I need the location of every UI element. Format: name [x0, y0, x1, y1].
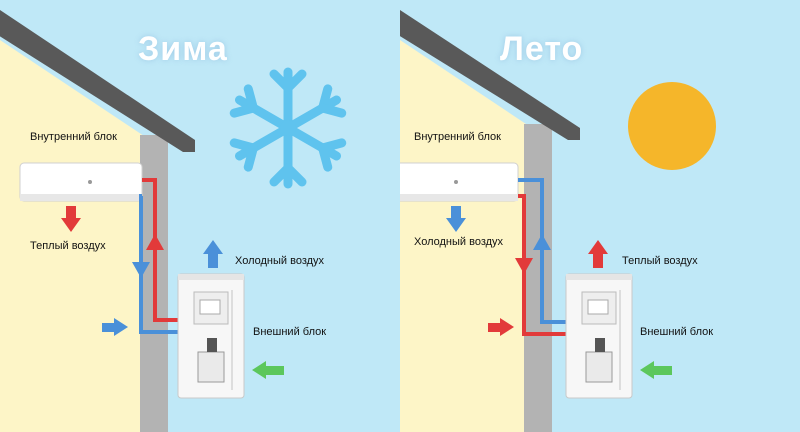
indoor-unit	[400, 162, 519, 202]
pipe-flow-arrows	[132, 234, 164, 278]
intake-arrow	[252, 361, 284, 379]
house-wall	[0, 40, 150, 432]
cold-air-arrow	[203, 240, 223, 268]
winter-panel: Зима Внутренний блок Теплый воздух Холод…	[0, 0, 400, 432]
warm-air-arrow	[61, 206, 81, 232]
intake-arrow	[640, 361, 672, 379]
inlet-arrow-left	[102, 318, 128, 336]
roof-edge	[0, 10, 195, 152]
cold-air-arrow	[446, 206, 466, 232]
outdoor-unit-label: Внешний блок	[640, 326, 714, 338]
season-title-winter: Зима	[138, 30, 228, 68]
season-title-summer: Лето	[500, 30, 584, 68]
warm-air-arrow	[588, 240, 608, 268]
pipe-flow-arrows	[515, 234, 551, 274]
indoor-unit-label: Внутренний блок	[414, 131, 501, 143]
outdoor-air-label: Холодный воздух	[235, 255, 325, 267]
outdoor-air-label: Теплый воздух	[622, 255, 698, 267]
house-wall	[400, 40, 532, 432]
summer-scene	[400, 0, 800, 432]
sun-icon	[628, 82, 716, 170]
outdoor-unit	[177, 273, 245, 399]
indoor-unit	[19, 162, 143, 202]
roof-edge	[400, 10, 580, 140]
summer-panel: Лето Внутренний блок Холодный воздух Теп…	[400, 0, 800, 432]
outdoor-unit	[565, 273, 633, 399]
winter-scene	[0, 0, 400, 432]
snowflake-icon	[229, 67, 347, 189]
wall-section	[524, 124, 552, 432]
outdoor-unit-label: Внешний блок	[253, 326, 327, 338]
indoor-air-label: Холодный воздух	[414, 236, 504, 248]
indoor-unit-label: Внутренний блок	[30, 131, 117, 143]
inlet-arrow-left	[488, 318, 514, 336]
indoor-air-label: Теплый воздух	[30, 240, 106, 252]
